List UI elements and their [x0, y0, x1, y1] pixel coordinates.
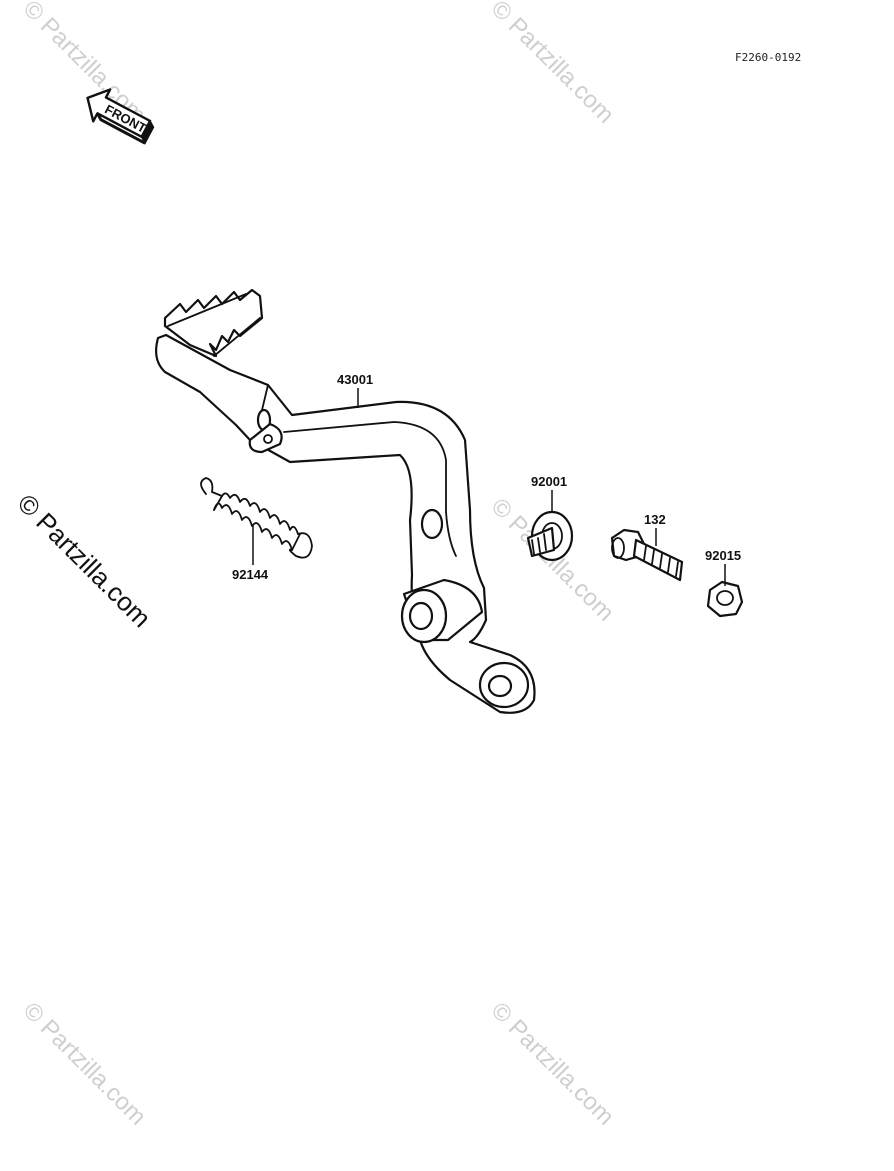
watermarks: © Partzilla.com © Partzilla.com © Partzi…: [12, 0, 619, 1131]
callout-43001: 43001: [337, 372, 373, 387]
watermark-side: © Partzilla.com: [12, 488, 157, 633]
callout-92015: 92015: [705, 548, 741, 563]
brake-pedal: [155, 288, 536, 714]
callout-132: 132: [644, 512, 666, 527]
watermark-top-center: © Partzilla.com: [486, 0, 619, 129]
watermark-bottom-left: © Partzilla.com: [18, 997, 151, 1130]
callout-92144: 92144: [232, 567, 269, 582]
figure-reference: F2260-0192: [735, 51, 801, 64]
callouts: 43001 92001 132 92015 92144: [232, 372, 741, 586]
callout-92001: 92001: [531, 474, 567, 489]
watermark-top-left: © Partzilla.com: [18, 0, 151, 129]
return-spring: [200, 477, 313, 559]
watermark-bottom-center: © Partzilla.com: [486, 997, 619, 1130]
hex-nut: [706, 580, 744, 618]
washer-bolt: [526, 510, 574, 562]
flange-bolt: [610, 528, 684, 582]
